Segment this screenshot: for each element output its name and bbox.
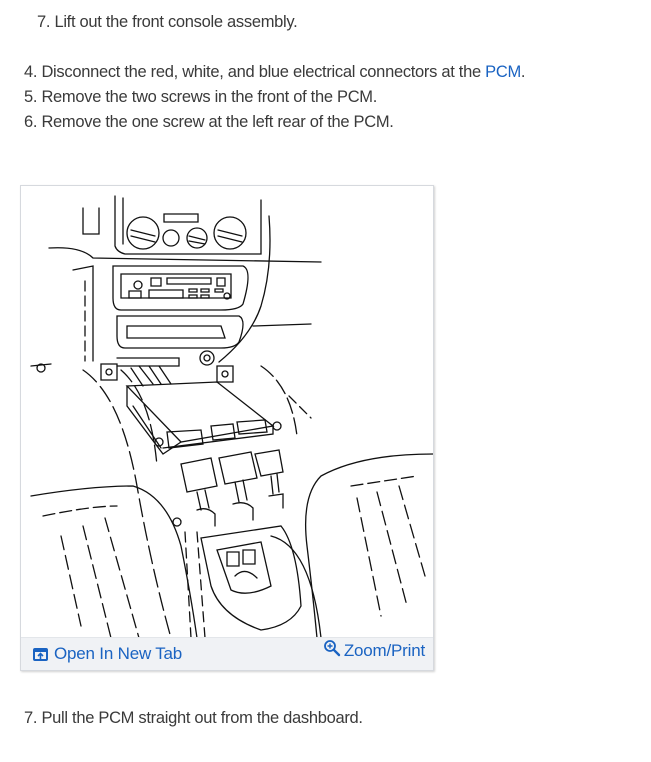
pcm-diagram[interactable] (21, 186, 433, 638)
figure-footer: Open In New Tab Zoom/Print (21, 637, 433, 670)
zoom-print-label: Zoom/Print (343, 641, 425, 660)
open-in-new-tab-label: Open In New Tab (54, 644, 183, 663)
figure-card: Open In New Tab Zoom/Print (20, 185, 434, 671)
step-text: 4. Disconnect the red, white, and blue e… (24, 63, 486, 81)
step-pull-pcm: 7. Pull the PCM straight out from the da… (24, 709, 363, 727)
step-suffix: . (520, 63, 526, 81)
zoom-in-icon (323, 640, 341, 657)
open-in-new-tab-icon (33, 647, 48, 661)
step-remove-front-screws: 5. Remove the two screws in the front of… (24, 88, 378, 106)
open-in-new-tab-button[interactable]: Open In New Tab (33, 644, 182, 664)
step-lift-console: 7. Lift out the front console assembly. (37, 13, 298, 31)
pcm-link[interactable]: PCM (485, 63, 521, 81)
step-disconnect-connectors: 4. Disconnect the red, white, and blue e… (24, 63, 526, 82)
zoom-print-button[interactable]: Zoom/Print (323, 640, 425, 661)
step-remove-rear-screw: 6. Remove the one screw at the left rear… (24, 113, 394, 131)
